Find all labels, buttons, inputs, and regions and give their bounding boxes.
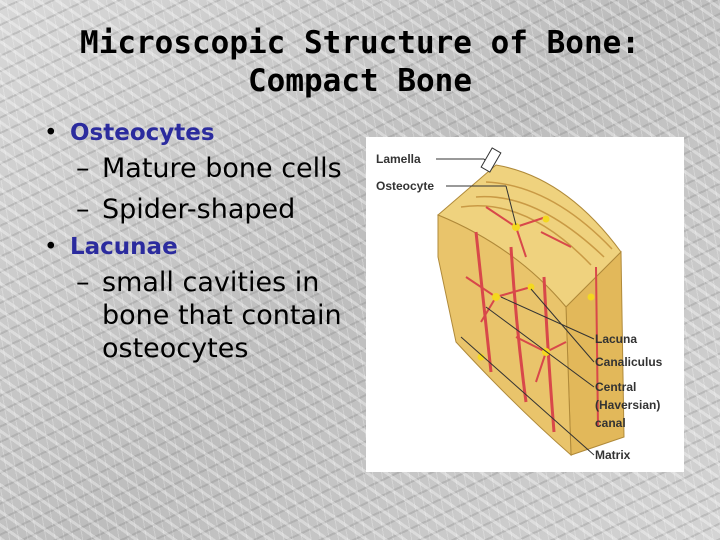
- title-line-1: Microscopic Structure of Bone:: [80, 25, 640, 61]
- sub-bullet-text: Mature bone cells: [102, 153, 342, 184]
- title-line-2: Compact Bone: [248, 63, 472, 99]
- label-central-1: Central: [595, 380, 636, 394]
- sub-bullet-text: small cavities in bone that contain oste…: [102, 267, 342, 364]
- sub-bullet: – Spider-shaped: [44, 193, 364, 226]
- bullet-label: Osteocytes: [70, 120, 215, 146]
- slide-title: Microscopic Structure of Bone: Compact B…: [0, 24, 720, 100]
- bullet-dot-icon: •: [44, 120, 58, 146]
- label-matrix: Matrix: [595, 448, 631, 462]
- bone-front-face: [437, 214, 572, 457]
- bullet-label: Lacunae: [70, 234, 178, 260]
- bullet-dot-icon: •: [44, 234, 58, 260]
- bullet-lacunae: • Lacunae: [44, 234, 364, 260]
- dash-icon: –: [76, 153, 90, 184]
- dash-icon: –: [76, 267, 90, 298]
- sub-bullet: – Mature bone cells: [44, 152, 364, 185]
- label-central-2: (Haversian): [595, 398, 660, 412]
- label-osteocyte: Osteocyte: [376, 179, 434, 193]
- label-canaliculus: Canaliculus: [595, 355, 663, 369]
- bullet-list: • Osteocytes – Mature bone cells – Spide…: [44, 120, 364, 373]
- sub-bullet-text: Spider-shaped: [102, 194, 296, 225]
- bullet-osteocytes: • Osteocytes: [44, 120, 364, 146]
- label-lacuna: Lacuna: [595, 332, 637, 346]
- label-lamella: Lamella: [376, 152, 421, 166]
- bone-illustration: Lamella Osteocyte Lacuna Canaliculus Cen…: [376, 147, 663, 462]
- dash-icon: –: [76, 194, 90, 225]
- sub-bullet: – small cavities in bone that contain os…: [44, 266, 364, 365]
- compact-bone-diagram: Lamella Osteocyte Lacuna Canaliculus Cen…: [366, 137, 684, 472]
- label-central-3: canal: [595, 416, 626, 430]
